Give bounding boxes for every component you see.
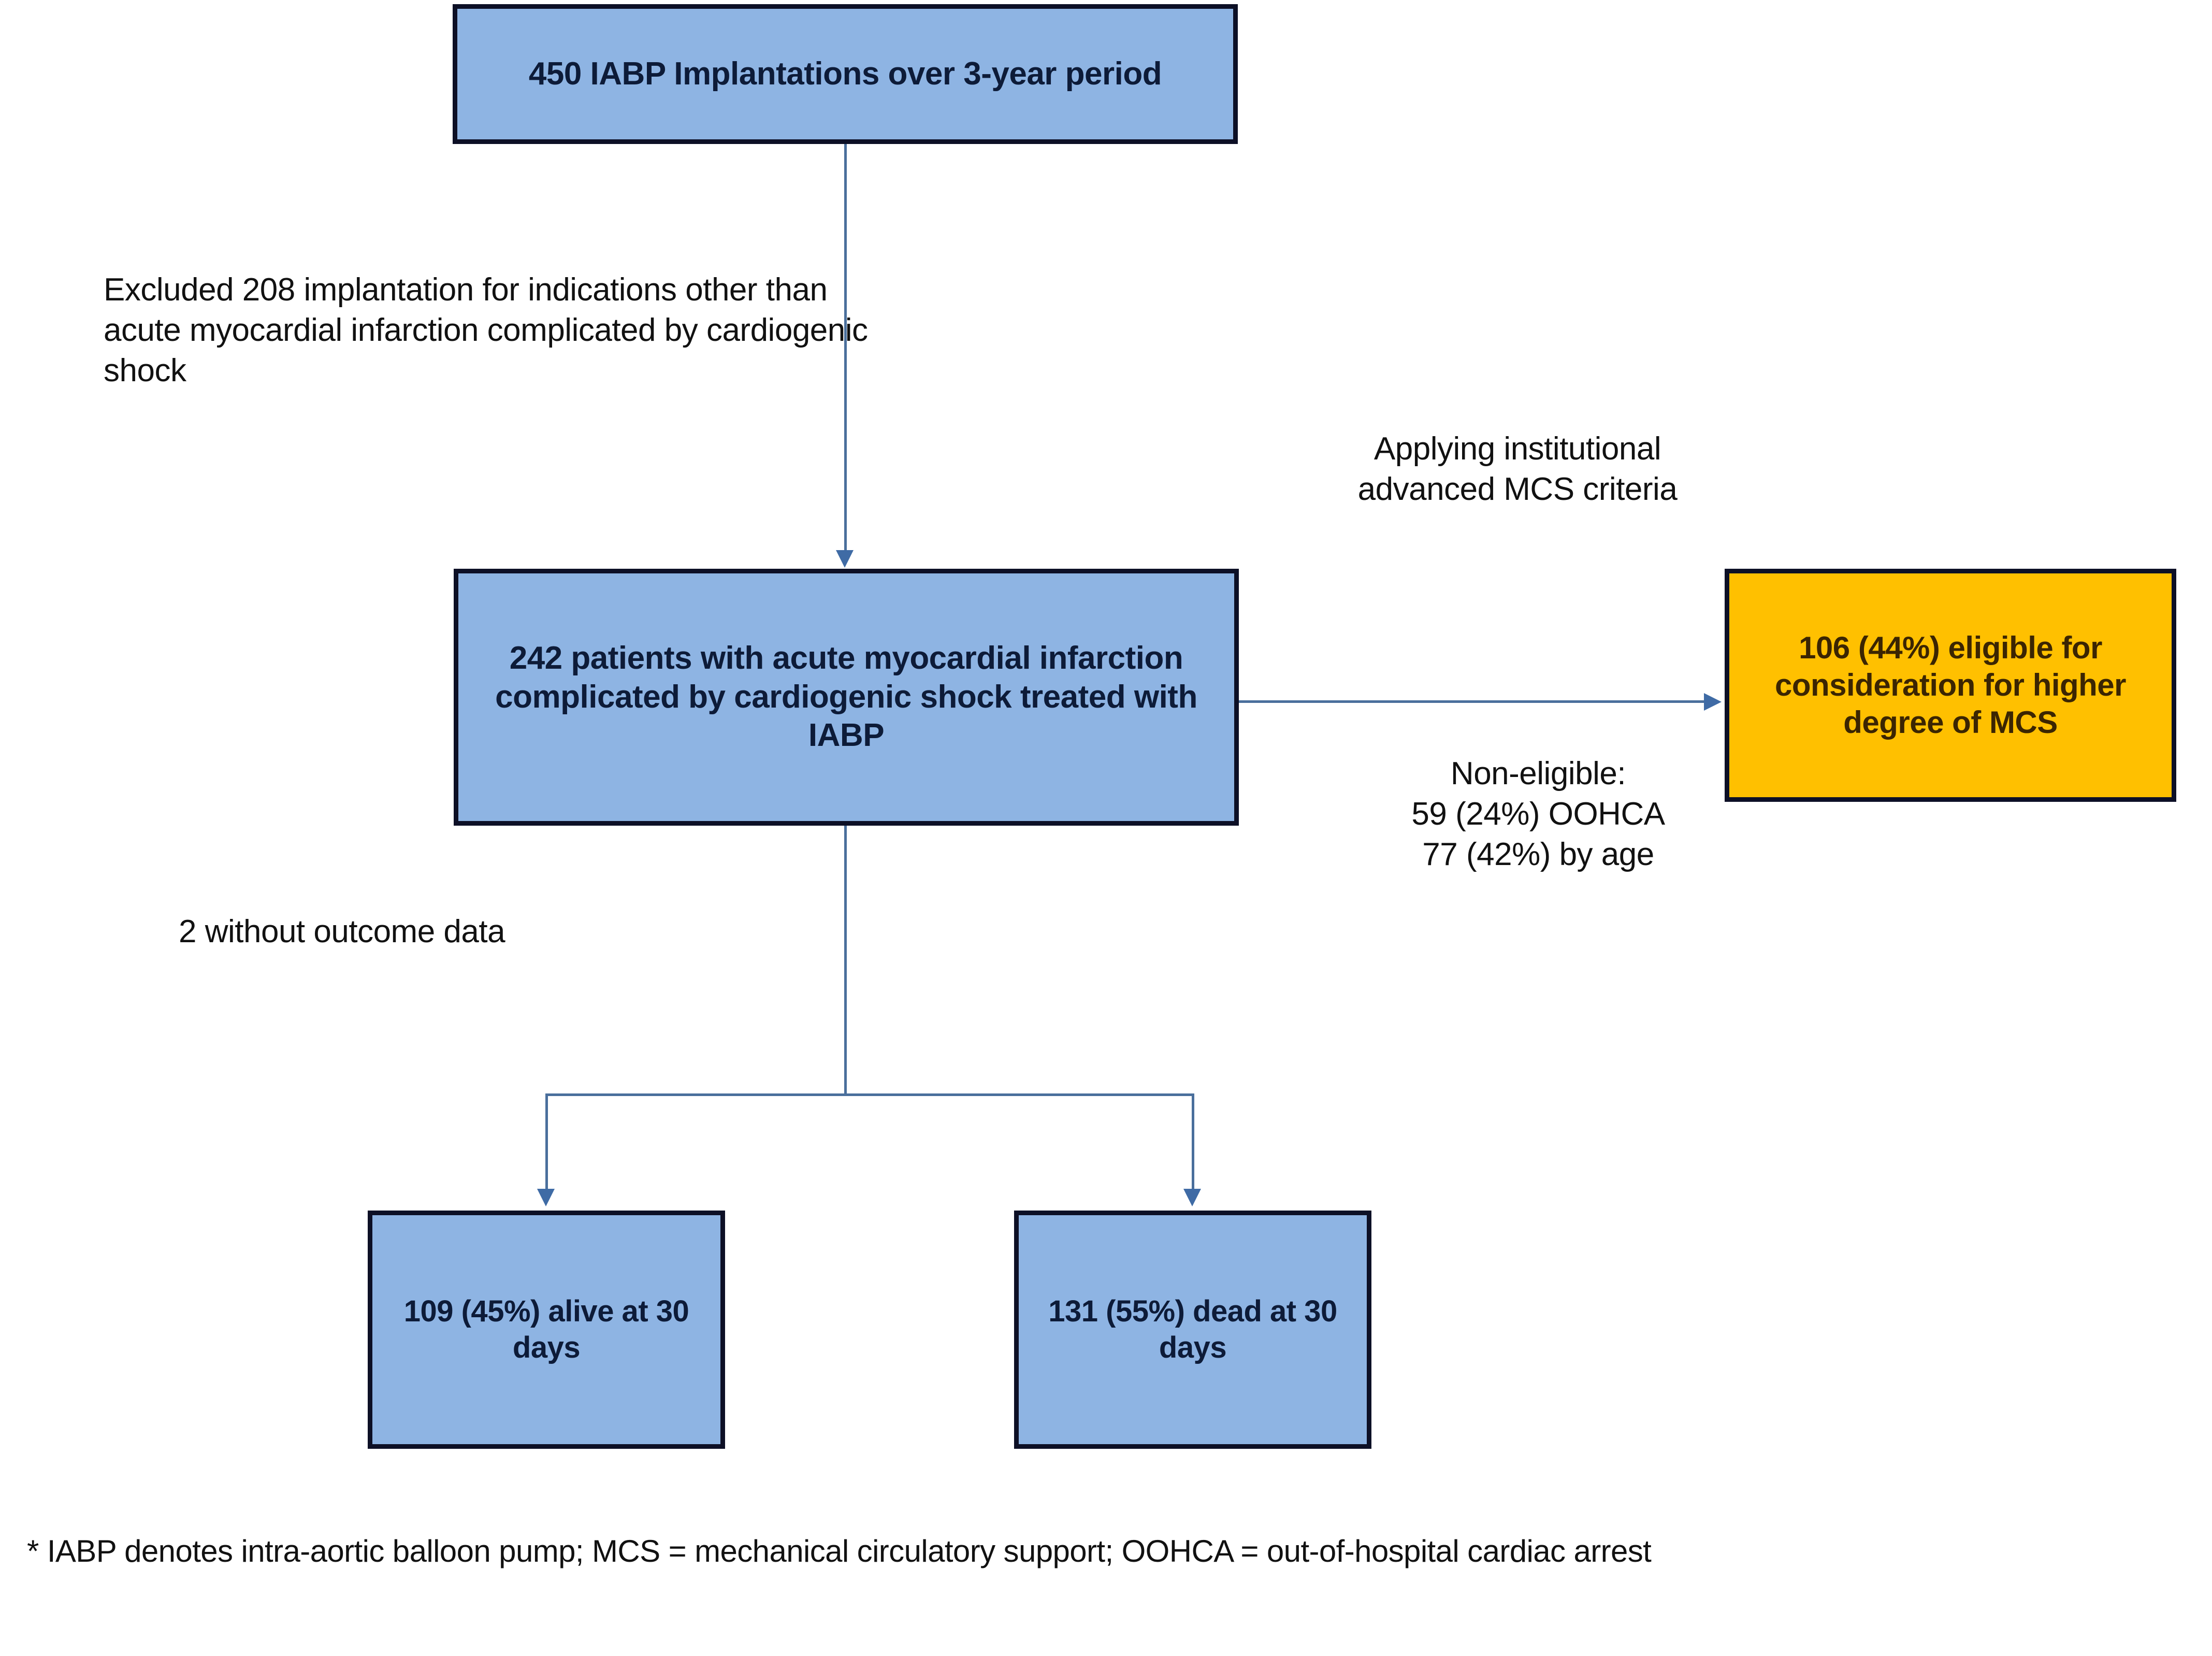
node-total-implantations-label: 450 IABP Implantations over 3-year perio… <box>528 55 1162 92</box>
node-dead-30-days-label: 131 (55%) dead at 30 days <box>1048 1294 1337 1364</box>
connector-outcome-split <box>545 1093 1194 1096</box>
annotation-non-eligible: Non-eligible: 59 (24%) OOHCA 77 (42%) by… <box>1411 756 1665 873</box>
node-eligible-mcs-label: 106 (44%) eligible for consideration for… <box>1774 630 2127 740</box>
annotation-mcs-criteria: Applying institutional advanced MCS crit… <box>1357 431 1678 508</box>
node-study-cohort: 242 patients with acute myocardial infar… <box>454 569 1239 826</box>
connector-top-to-cohort <box>844 144 847 553</box>
node-alive-30-days: 109 (45%) alive at 30 days <box>368 1211 725 1449</box>
arrowhead-down-cohort <box>836 550 854 568</box>
annotation-exclusions: Excluded 208 implantation for indication… <box>104 272 868 389</box>
arrowhead-down-dead <box>1183 1189 1201 1206</box>
arrowhead-down-alive <box>537 1189 555 1206</box>
node-alive-30-days-label: 109 (45%) alive at 30 days <box>403 1294 689 1364</box>
connector-cohort-to-eligible <box>1239 700 1704 703</box>
node-total-implantations: 450 IABP Implantations over 3-year perio… <box>453 4 1238 144</box>
annotation-no-outcome-data: 2 without outcome data <box>179 914 505 949</box>
connector-to-alive <box>545 1093 548 1192</box>
arrowhead-right-eligible <box>1704 693 1722 711</box>
node-study-cohort-label: 242 patients with acute myocardial infar… <box>495 640 1197 754</box>
connector-cohort-down <box>844 826 847 1096</box>
connector-to-dead <box>1192 1093 1194 1192</box>
node-eligible-mcs: 106 (44%) eligible for consideration for… <box>1725 569 2176 802</box>
node-dead-30-days: 131 (55%) dead at 30 days <box>1014 1211 1371 1449</box>
footnote-abbreviations: * IABP denotes intra-aortic balloon pump… <box>27 1534 1652 1568</box>
